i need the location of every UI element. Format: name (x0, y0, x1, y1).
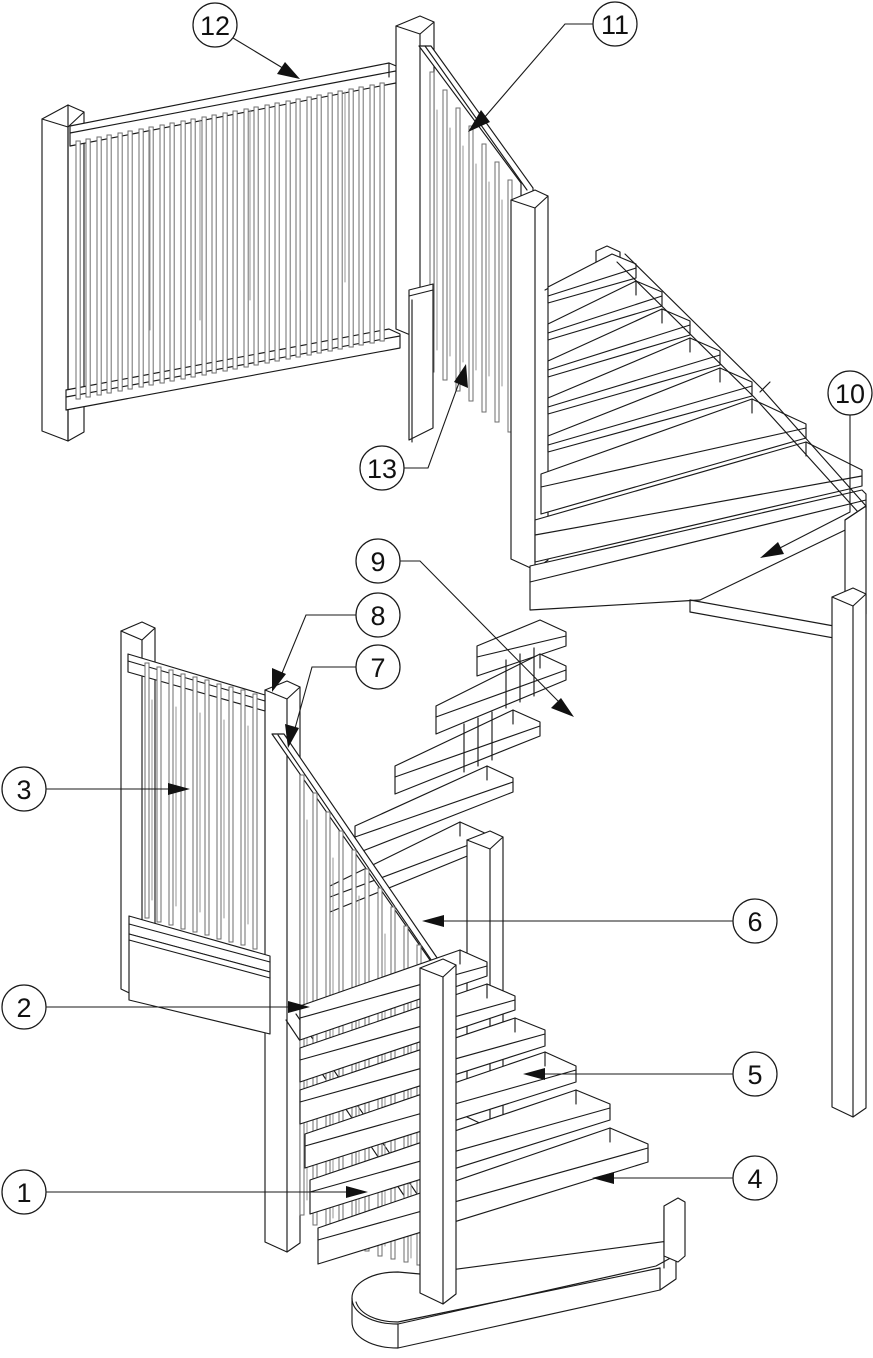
callout-10-arrowhead (760, 542, 784, 558)
lower-left-balustrade (120, 621, 271, 1035)
callout-7-label: 7 (370, 653, 385, 683)
callout-12-arrowhead (277, 62, 300, 79)
lower-flight-treads (299, 949, 649, 1265)
callout-5[interactable]: 5 (523, 1051, 778, 1097)
callout-2-label: 2 (16, 993, 31, 1023)
winder-treads (529, 398, 867, 611)
callout-7-bubble (355, 644, 401, 690)
callout-8[interactable]: 8 (272, 592, 401, 692)
callout-9-arrowhead (551, 698, 574, 717)
callout-8-bubble (355, 592, 401, 638)
callout-11-arrowhead (468, 110, 490, 132)
callout-7[interactable]: 7 (285, 644, 401, 748)
callout-6-label: 6 (747, 907, 762, 937)
callout-11-label: 11 (601, 10, 629, 40)
callout-12[interactable]: 12 (192, 2, 300, 79)
callout-1-label: 1 (16, 1178, 31, 1208)
callout-13-arrowhead (454, 364, 468, 388)
callout-1-bubble (1, 1169, 47, 1215)
newel-post-mid (264, 680, 301, 1253)
callout-9-label: 9 (370, 547, 385, 577)
callout-11-bubble (592, 1, 638, 47)
callout-8-leader (279, 614, 356, 679)
callout-1[interactable]: 1 (1, 1169, 368, 1215)
callout-3-arrowhead (168, 783, 190, 795)
callout-7-leader (293, 666, 356, 733)
callout-9[interactable]: 9 (355, 538, 574, 717)
callout-2[interactable]: 2 (1, 984, 310, 1030)
callout-3-bubble (1, 766, 47, 812)
callout-10[interactable]: 10 (760, 370, 873, 558)
callout-8-label: 8 (370, 601, 385, 631)
landing-post-left (41, 104, 85, 442)
upper-flight-treads (544, 245, 753, 453)
callout-2-arrowhead (288, 1001, 310, 1013)
newel-post-bottom (419, 958, 457, 1305)
upper-balustrade (408, 71, 513, 443)
callout-2-bubble (1, 984, 47, 1030)
callout-8-arrowhead (272, 668, 286, 692)
callout-5-bubble (732, 1051, 778, 1097)
callout-13-leader (404, 379, 461, 469)
callout-10-bubble (827, 370, 873, 416)
newel-post-landing-right (510, 189, 549, 571)
bullnose-bottom-step (351, 1239, 677, 1349)
callout-3[interactable]: 3 (1, 766, 190, 812)
callout-13[interactable]: 13 (359, 364, 468, 491)
callout-10-label: 10 (835, 379, 865, 409)
support-post-right (831, 587, 867, 1118)
callout-3-label: 3 (16, 775, 31, 805)
landing-balusters (75, 82, 385, 400)
callout-7-arrowhead (285, 724, 299, 748)
callout-11-leader (483, 23, 593, 119)
callout-4[interactable]: 4 (592, 1155, 778, 1201)
callout-4-arrowhead (592, 1172, 614, 1184)
lower-string-right (663, 1197, 686, 1269)
callout-6-arrowhead (422, 915, 444, 927)
callout-12-label: 12 (200, 11, 230, 41)
callout-4-bubble (732, 1155, 778, 1201)
callout-12-leader (232, 37, 287, 71)
callout-10-leader (775, 415, 851, 551)
callout-11[interactable]: 11 (468, 1, 638, 132)
landing-balustrade (41, 62, 402, 442)
callout-6[interactable]: 6 (422, 898, 778, 944)
callout-13-label: 13 (367, 454, 397, 484)
callout-9-bubble (355, 538, 401, 584)
callout-5-arrowhead (523, 1068, 545, 1080)
callout-1-arrowhead (346, 1186, 368, 1198)
callout-13-bubble (359, 445, 405, 491)
callout-9-leader (400, 560, 561, 704)
callout-6-bubble (732, 898, 778, 944)
callout-4-label: 4 (747, 1164, 762, 1194)
callout-5-label: 5 (747, 1060, 762, 1090)
callout-12-bubble (192, 2, 238, 48)
callouts: 1 2 3 4 5 (1, 1, 873, 1215)
